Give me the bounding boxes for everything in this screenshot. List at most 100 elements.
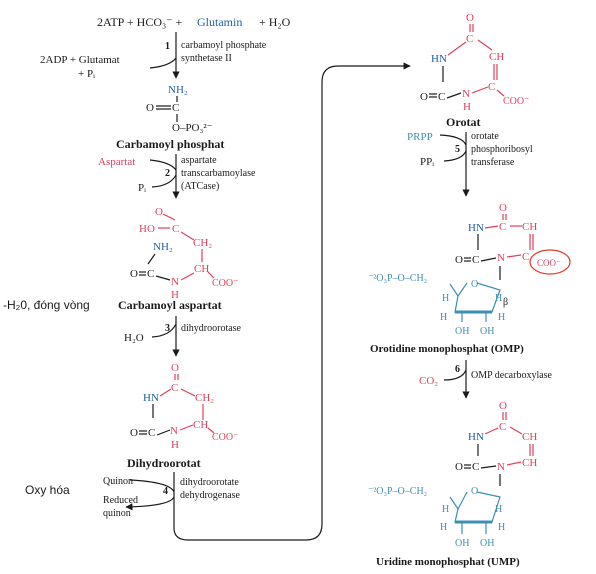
r2-enzyme-2: transcarbamoylase	[181, 168, 256, 179]
reaction-2: Aspartat 2 aspartate transcarbamoylase (…	[98, 154, 256, 199]
oro-name: Orotat	[446, 115, 480, 129]
omp-h1: H	[442, 293, 449, 304]
r4-quinon: Quinon	[103, 476, 133, 487]
omp-phosphate: ⁻²O₃P–O–CH₂	[368, 273, 427, 284]
omp: O C HN CH O C N C COO⁻ ⁻²O₃P–O–CH₂ O β H…	[368, 202, 571, 355]
cp-c: C	[172, 102, 179, 114]
r2-aspartate: Aspartat	[98, 156, 135, 168]
oro-c: C	[466, 33, 473, 45]
omp-h4: H	[498, 312, 505, 323]
ca-ch2: CH₂	[193, 237, 212, 249]
r3-step: 3	[165, 323, 170, 334]
r2-enzyme-1: aspartate	[181, 155, 217, 166]
ca-ch: CH	[194, 263, 209, 275]
omp-c-right: C	[522, 251, 529, 263]
reaction-1: 2ATP + HCO₃⁻ + Glutamin + H₂O 1 carbamoy…	[40, 15, 291, 80]
omp-ring-o: O	[471, 279, 478, 290]
omp-oh1: OH	[455, 326, 469, 337]
carbamoyl-phosphate: NH₂ O C O–PO₃²⁻ Carbamoyl phosphat	[116, 84, 224, 151]
oro-h: H	[463, 101, 471, 113]
ca-h: H	[171, 289, 179, 301]
reaction-3: H₂O 3 dihydroorotase	[124, 316, 242, 357]
omp-oh2: OH	[480, 326, 494, 337]
dho-c: C	[171, 382, 178, 394]
dho-ch: CH	[193, 419, 208, 431]
omp-n: N	[497, 252, 505, 264]
r4-reduced: Reduced	[103, 495, 138, 506]
ump-h1: H	[442, 504, 449, 515]
r2-step: 2	[165, 168, 170, 179]
dho-hn: HN	[143, 392, 159, 404]
ump-o-left: O	[455, 461, 463, 473]
dho-o-left: O	[130, 427, 138, 439]
r1-products-1: 2ADP + Glutamat	[40, 54, 120, 66]
dho-name: Dihydroorotat	[127, 456, 201, 470]
orotate: O C HN CH O C N H C COO⁻ Orotat	[420, 12, 529, 129]
ca-o-left: O	[130, 268, 138, 280]
omp-o-left: O	[455, 254, 463, 266]
omp-c-left: C	[472, 254, 479, 266]
ump-ch-top: CH	[522, 431, 537, 443]
oro-o: O	[466, 12, 474, 24]
omp-coo: COO⁻	[537, 258, 561, 268]
r1-substrates: 2ATP + HCO₃⁻ +	[97, 15, 183, 29]
ump-name: Uridine monophosphat (UMP)	[376, 556, 520, 568]
r5-enzyme-3: transferase	[471, 157, 515, 168]
dihydroorotate: O C HN CH₂ O C N H CH COO⁻ Dihydroorotat	[127, 362, 238, 470]
omp-ch: CH	[522, 221, 537, 233]
ump: O C HN CH O C N CH ⁻²O₃P–O–CH₂ O H H H H…	[368, 400, 537, 568]
r5-enzyme-1: orotate	[471, 131, 499, 142]
r5-ppi: PPᵢ	[420, 156, 434, 168]
ump-hn: HN	[468, 431, 484, 443]
ump-c-left: C	[472, 461, 479, 473]
ump-h2: H	[495, 504, 502, 515]
cp-nh2: NH₂	[168, 84, 188, 96]
r4-enzyme-1: dihydroorotate	[180, 477, 239, 488]
connector-arrow	[173, 62, 411, 541]
r5-prpp: PRPP	[407, 131, 433, 143]
dho-o: O	[171, 362, 179, 374]
side-note-oxidation: Oxy hóa	[25, 483, 70, 497]
cp-name: Carbamoyl phosphat	[116, 137, 224, 151]
omp-c: C	[499, 221, 506, 233]
omp-name: Orotidine monophosphat (OMP)	[370, 343, 524, 355]
r2-enzyme-3: (ATCase)	[181, 181, 219, 192]
r1-enzyme-2: synthetase II	[181, 53, 232, 64]
ca-o: O	[155, 206, 163, 218]
oro-c-left: C	[438, 91, 445, 103]
ump-oh2: OH	[480, 538, 494, 549]
ump-ch-right: CH	[522, 457, 537, 469]
oro-ch: CH	[489, 51, 504, 63]
dho-c-left: C	[148, 427, 155, 439]
oro-n: N	[462, 88, 470, 100]
carbamoyl-aspartate: O HO C NH₂ CH₂ O C N H CH COO⁻ Carbamoyl…	[118, 206, 238, 312]
r3-water: H₂O	[124, 332, 144, 344]
reaction-4: Quinon 4 dihydroorotate dehydrogenase Re…	[103, 62, 411, 541]
oro-hn: HN	[431, 53, 447, 65]
ca-c-left: C	[147, 268, 154, 280]
r1-branch	[149, 57, 177, 69]
ump-h3: H	[440, 522, 447, 533]
r4-quinon-2: quinon	[103, 508, 131, 519]
cp-o: O	[146, 102, 154, 114]
omp-h3: H	[440, 312, 447, 323]
omp-h2: H	[495, 293, 502, 304]
reaction-6: CO₂ 6 OMP decarboxylase	[419, 360, 553, 399]
dho-n: N	[170, 425, 178, 437]
ca-name: Carbamoyl aspartat	[118, 298, 222, 312]
r6-step: 6	[455, 364, 460, 375]
cp-opo3: O–PO₃²⁻	[172, 122, 213, 134]
highlight-circle	[529, 249, 571, 275]
dho-coo: COO⁻	[212, 432, 238, 443]
r2-pi: Pᵢ	[138, 182, 146, 194]
r5-enzyme-2: phosphoribosyl	[471, 144, 533, 155]
ca-nh2: NH₂	[153, 241, 173, 253]
ca-coo: COO⁻	[212, 278, 238, 289]
ump-o: O	[499, 400, 507, 412]
r4-enzyme-2: dehydrogenase	[180, 490, 241, 501]
r1-products-2: + Pᵢ	[78, 68, 95, 80]
r6-enzyme: OMP decarboxylase	[471, 370, 553, 381]
ump-h4: H	[498, 522, 505, 533]
dho-ch2: CH₂	[195, 392, 214, 404]
